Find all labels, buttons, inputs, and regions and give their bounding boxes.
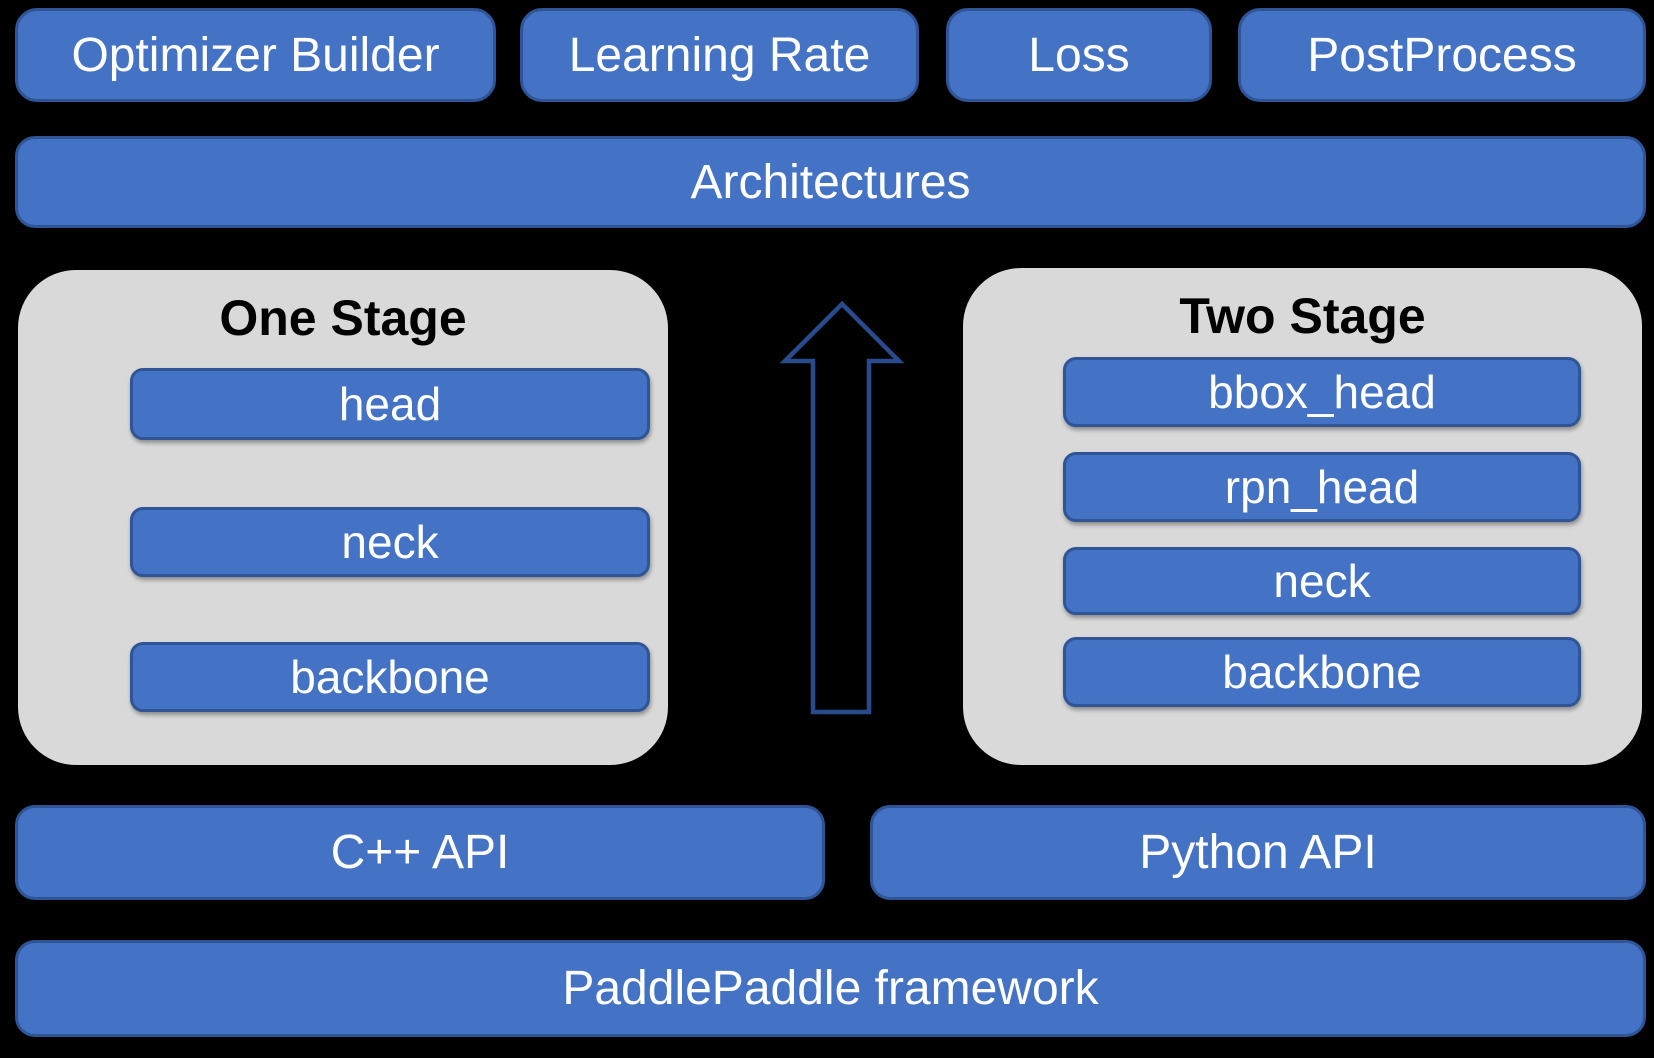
learning-rate-label: Learning Rate <box>568 28 871 82</box>
two-stage-rpn-head-label: rpn_head <box>1224 461 1420 513</box>
two-stage-title: Two Stage <box>1179 288 1426 344</box>
two-stage-backbone-box: backbone <box>1063 637 1581 707</box>
architectures-label: Architectures <box>690 155 971 209</box>
architectures-bar: Architectures <box>15 136 1646 228</box>
one-stage-backbone-box: backbone <box>130 642 650 712</box>
one-stage-neck-box: neck <box>130 507 650 577</box>
paddlepaddle-framework-bar: PaddlePaddle framework <box>15 940 1646 1037</box>
loss-box: Loss <box>946 8 1212 102</box>
one-stage-head-box: head <box>130 368 650 440</box>
optimizer-builder-label: Optimizer Builder <box>71 28 440 82</box>
two-stage-panel: Two Stage bbox_head rpn_head neck backbo… <box>963 268 1642 765</box>
paddlepaddle-framework-label: PaddlePaddle framework <box>562 962 1099 1015</box>
loss-label: Loss <box>1028 28 1130 82</box>
one-stage-backbone-label: backbone <box>290 651 490 703</box>
one-stage-title: One Stage <box>219 290 467 346</box>
one-stage-neck-label: neck <box>341 516 439 568</box>
up-arrow-shape <box>779 300 905 715</box>
two-stage-bbox-head-label: bbox_head <box>1208 366 1436 418</box>
two-stage-bbox-head-box: bbox_head <box>1063 357 1581 427</box>
postprocess-box: PostProcess <box>1238 8 1646 102</box>
optimizer-builder-box: Optimizer Builder <box>15 8 496 102</box>
python-api-bar: Python API <box>870 805 1646 900</box>
up-arrow-icon <box>779 300 905 715</box>
two-stage-rpn-head-box: rpn_head <box>1063 452 1581 522</box>
one-stage-panel: One Stage head neck backbone <box>18 270 668 765</box>
cpp-api-label: C++ API <box>330 826 510 879</box>
postprocess-label: PostProcess <box>1307 28 1577 82</box>
cpp-api-bar: C++ API <box>15 805 825 900</box>
learning-rate-box: Learning Rate <box>520 8 919 102</box>
two-stage-neck-label: neck <box>1273 555 1371 607</box>
two-stage-backbone-label: backbone <box>1222 646 1422 698</box>
one-stage-head-label: head <box>338 378 442 430</box>
two-stage-neck-box: neck <box>1063 547 1581 615</box>
python-api-label: Python API <box>1139 826 1377 879</box>
